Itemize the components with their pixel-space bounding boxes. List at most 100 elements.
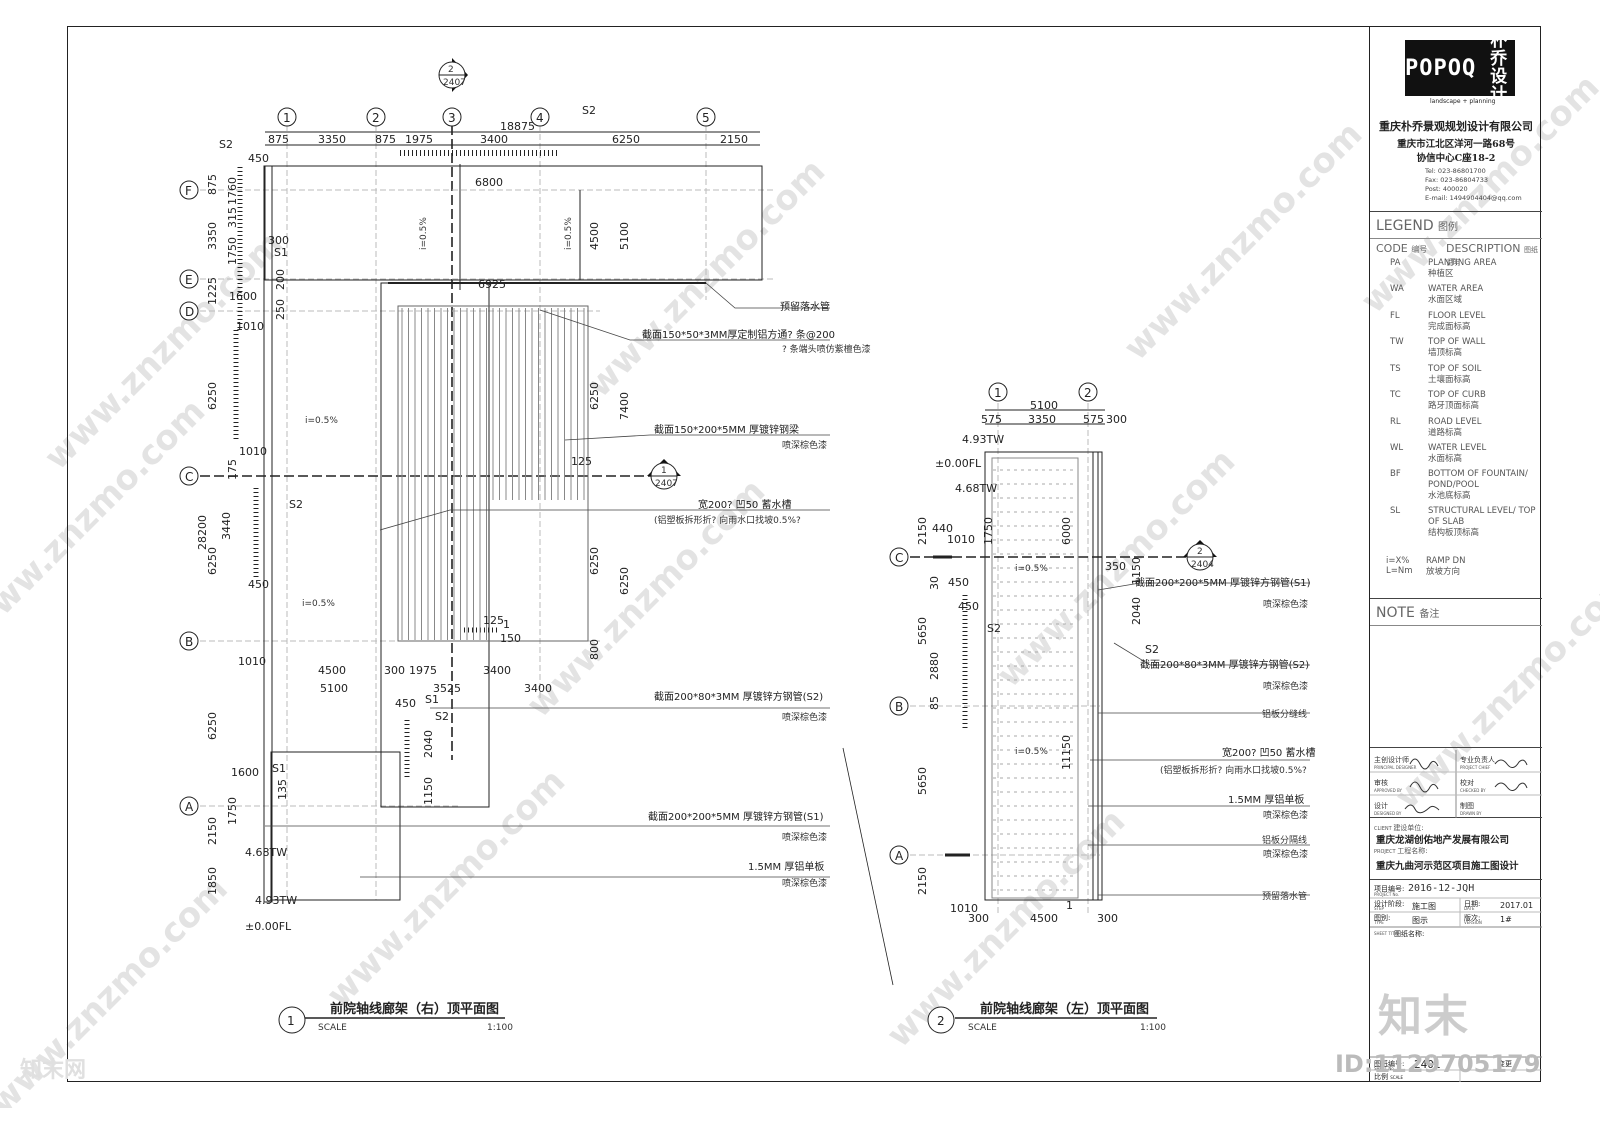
signature <box>1409 758 1439 770</box>
dim-inner: 1 <box>1066 899 1073 912</box>
dim-top: 6250 <box>612 133 640 146</box>
callout-note-sub: (铝塑板拆形折? 向雨水口找坡0.5%? <box>1160 764 1307 776</box>
dim-inner: 4500 <box>588 222 601 250</box>
company-fax: Fax: 023-86804733 <box>1425 176 1489 184</box>
plan-1-drawing: 1 2 3 4 5 F E D C B A 2 2407 1 2407 875 … <box>179 58 894 1034</box>
dim-inner: 300 <box>968 912 989 925</box>
level-label: 4.68TW <box>245 846 287 859</box>
svg-text:PRINCIPAL DESIGNER: PRINCIPAL DESIGNER <box>1374 765 1417 770</box>
section-tag: 1 2407 <box>647 459 681 490</box>
svg-text:1:100: 1:100 <box>487 1023 513 1033</box>
axis-label: F <box>185 184 192 198</box>
axis-label: A <box>895 849 904 863</box>
svg-text:2407: 2407 <box>443 78 466 88</box>
dim-inner: 135 <box>276 779 289 800</box>
roof-slats <box>401 308 585 640</box>
dim-left: 1225 <box>206 277 219 305</box>
legend-code: TC <box>1390 390 1401 400</box>
legend-code: TW <box>1390 337 1404 347</box>
level-label: ±0.00FL <box>935 457 982 470</box>
member-tag: S2 <box>987 622 1001 635</box>
dim-inner: 440 <box>932 522 953 535</box>
signature <box>1409 781 1439 793</box>
callout-note: 铝板分缝线 <box>1262 708 1307 720</box>
svg-text:前院轴线廊架（左）顶平面图: 前院轴线廊架（左）顶平面图 <box>980 1001 1149 1017</box>
company-email: E-mail: 1494904404@qq.com <box>1425 194 1522 202</box>
dim-inner: 1760 <box>226 177 239 205</box>
project-no-label: 项目编号: <box>1374 885 1405 893</box>
dim-inner: 800 <box>588 639 601 660</box>
slope-label: i=0.5% <box>1015 564 1048 574</box>
id-watermark: ID:1129705179 <box>1335 1050 1541 1078</box>
dim-inner: 450 <box>948 576 969 589</box>
axis-label: 4 <box>536 111 544 125</box>
dim-inner: 300 <box>384 664 405 677</box>
svg-text:PROJECT CHIEF: PROJECT CHIEF <box>1460 765 1491 770</box>
dim-inner: 2040 <box>422 730 435 758</box>
approved-label: 审核 <box>1374 778 1388 787</box>
callout-note: 截面200*200*5MM 厚镀锌方钢管(S1) <box>1135 576 1311 589</box>
slope-label: i=0.5% <box>305 416 338 426</box>
legend-desc-header: DESCRIPTION 图纸说明 <box>1446 242 1538 267</box>
dim-top: 575 <box>1083 413 1104 426</box>
dim-inner: 7400 <box>618 392 631 420</box>
dim-top: 875 <box>268 133 289 146</box>
dim-inner: 1010 <box>239 445 267 458</box>
dim-left: 3350 <box>206 222 219 250</box>
svg-text:DRAWN BY: DRAWN BY <box>1460 811 1482 816</box>
slope-label: i=0.5% <box>419 217 429 250</box>
checked-label: 校对 <box>1460 778 1474 787</box>
client-section: CLIENT 建设单位: 重庆龙湖创佑地产发展有限公司 PROJECT 工程名称… <box>1370 820 1542 880</box>
callout-note: 截面200*80*3MM 厚镀锌方钢管(S2) <box>654 690 823 703</box>
signature <box>1494 782 1528 791</box>
drawing-frame <box>67 26 1541 1082</box>
dim-inner: 6250 <box>588 547 601 575</box>
dim-inner: 1600 <box>229 290 257 303</box>
legend-code: RL <box>1390 417 1401 427</box>
note-title: NOTE <box>1376 605 1415 621</box>
dim-inner: 3525 <box>433 682 461 695</box>
legend-code-header: CODE 编号 <box>1376 242 1428 255</box>
callout-note: 1.5MM 厚铝单板 <box>748 860 824 873</box>
svg-text:2: 2 <box>937 1014 945 1028</box>
dim-top: 1975 <box>405 133 433 146</box>
dim-top: 575 <box>981 413 1002 426</box>
sheet-title-label: 图纸名称: <box>1394 930 1425 938</box>
dim-top: 875 <box>375 133 396 146</box>
callout-note-sub: 喷深棕色漆 <box>782 831 827 843</box>
plan-2-title: 2 前院轴线廊架（左）顶平面图 SCALE 1:100 <box>927 1001 1166 1034</box>
dim-inner: 1010 <box>950 902 978 915</box>
dim-inner: 5100 <box>320 682 348 695</box>
svg-text:2: 2 <box>1197 547 1203 557</box>
dim-inner: 3400 <box>483 664 511 677</box>
project-name: 重庆九曲河示范区项目施工图设计 <box>1376 861 1519 872</box>
chief-label: 专业负责人 <box>1460 755 1495 764</box>
company-tel: Tel: 023-86801700 <box>1425 167 1486 175</box>
dim-inner: 1150 <box>422 777 435 805</box>
callout-note: 宽200? 凹50 蓄水槽 <box>698 498 791 511</box>
project-info-section: 项目编号: PROJECT No. 2016-12-JQH 设计阶段: STEP… <box>1370 883 1542 1082</box>
level-label: ±0.00FL <box>245 920 292 933</box>
dim-left: 2150 <box>916 517 929 545</box>
dim-inner: 450 <box>395 697 416 710</box>
company-address: 重庆市江北区洋河一路68号 <box>1397 139 1515 150</box>
dim-inner: 6250 <box>588 382 601 410</box>
member-tag: S2 <box>1145 643 1159 656</box>
drawing-version: 1# <box>1500 915 1512 924</box>
callout-note-sub: 喷深棕色漆 <box>1263 809 1308 821</box>
callout-note: 预留落水管 <box>1262 890 1307 902</box>
dim-inner: 6000 <box>1060 517 1073 545</box>
svg-text:2: 2 <box>448 65 454 75</box>
callout-note-sub: (铝塑板拆形折? 向雨水口找坡0.5%? <box>654 514 801 526</box>
dim-inner: 175 <box>226 459 239 480</box>
dim-inner: 125 <box>483 614 504 627</box>
legend-code: WA <box>1390 284 1404 294</box>
dim-left: 2150 <box>206 817 219 845</box>
signature <box>1404 804 1440 814</box>
svg-text:SCALE: SCALE <box>318 1023 347 1033</box>
callout-note: 截面150*200*5MM 厚镀锌钢梁 <box>654 423 799 436</box>
dim-left: 1850 <box>206 867 219 895</box>
